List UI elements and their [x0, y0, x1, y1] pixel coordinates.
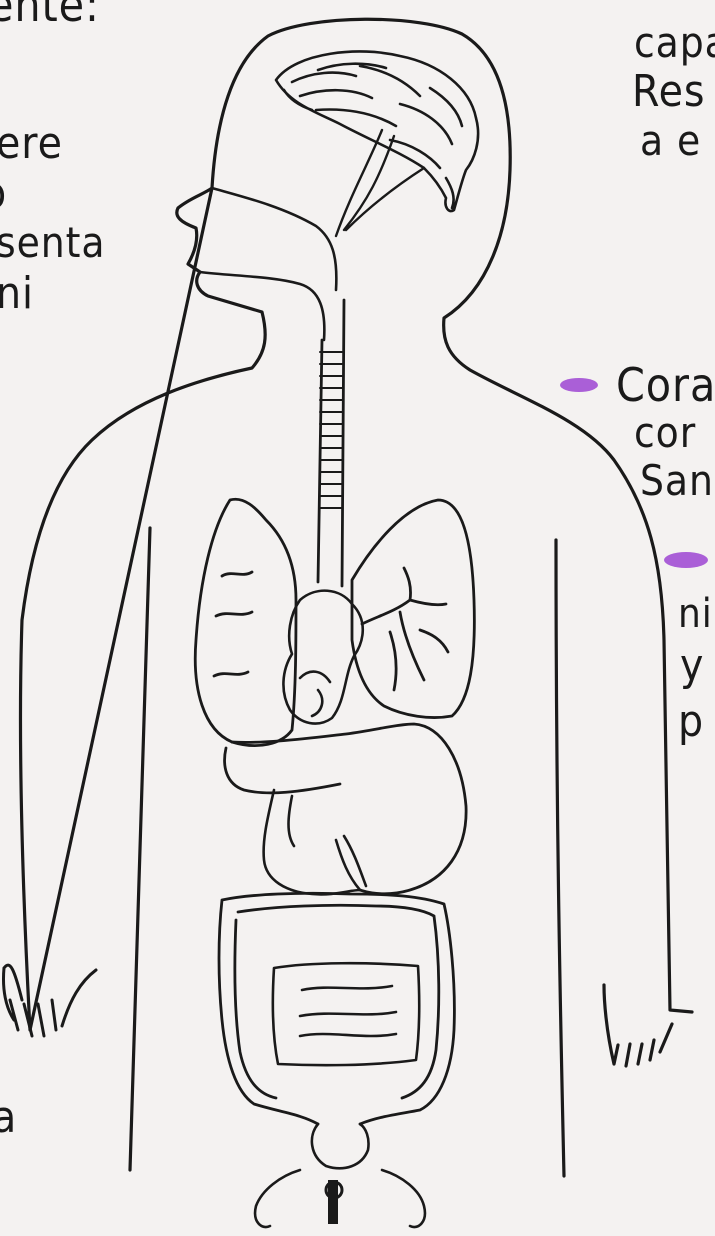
- body-outline: [20, 19, 692, 1176]
- rectum: [255, 1124, 425, 1227]
- small-intestine: [273, 963, 420, 1065]
- mouth-cavity: [200, 188, 336, 340]
- left-note-line-7: a: [0, 1096, 17, 1140]
- right-note-line-2: Res: [632, 70, 705, 114]
- lung-left: [195, 499, 296, 745]
- right-note-line-6: San: [640, 460, 714, 502]
- left-note-line-6: a: [0, 688, 3, 732]
- highlighter-dot-1: [560, 378, 598, 392]
- trachea: [318, 300, 344, 586]
- left-note-line-2: ere: [0, 122, 63, 166]
- highlighter-dot-2: [664, 552, 708, 568]
- left-note-line-1: ente:: [0, 0, 100, 28]
- lung-right: [352, 500, 474, 718]
- right-note-line-4: Cora: [616, 362, 715, 408]
- left-note-line-5: ni: [0, 272, 34, 316]
- left-note-line-3: o: [0, 172, 7, 216]
- right-note-line-1: capa: [634, 22, 715, 64]
- right-note-line-8: y: [680, 644, 704, 688]
- brain: [276, 51, 478, 211]
- right-note-line-7: ni: [678, 594, 713, 634]
- anus-mark: [328, 1180, 338, 1224]
- right-note-line-5: cor: [634, 412, 696, 454]
- right-note-line-3: a e: [640, 120, 701, 162]
- trachea-rings: [320, 352, 342, 508]
- stomach: [264, 790, 366, 894]
- left-note-line-4: senta: [0, 222, 105, 264]
- left-hand: [3, 965, 96, 1036]
- right-note-line-9: p: [678, 700, 704, 744]
